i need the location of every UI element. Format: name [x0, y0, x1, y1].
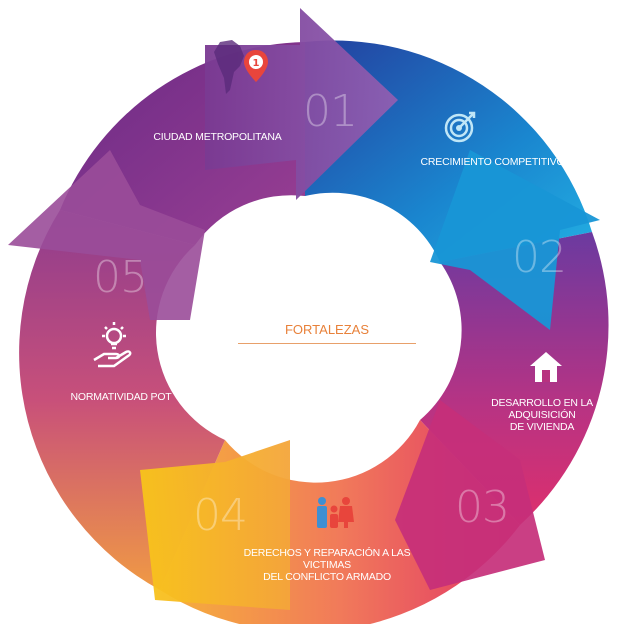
center-hole [214, 225, 434, 445]
arrow-5 [8, 150, 205, 320]
house-icon [528, 350, 564, 384]
step-label-5: NORMATIVIDAD POT [70, 391, 172, 403]
step-label-4-line-3: DEL CONFLICTO ARMADO [263, 571, 391, 583]
center-divider [238, 343, 416, 344]
step-number-05: 05 [93, 252, 148, 303]
step-label-4: DERECHOS Y REPARACIÓN A LAS VICTIMAS DEL… [222, 547, 432, 583]
center-title: FORTALEZAS [284, 322, 370, 337]
step-label-1: CIUDAD METROPOLITANA [153, 131, 282, 143]
step-label-3-line-3: DE VIVIENDA [509, 421, 575, 433]
lightbulb-hand-icon [90, 320, 134, 370]
arrow-4 [140, 440, 290, 610]
step-label-4-line-2: VICTIMAS [303, 559, 351, 571]
target-icon [443, 110, 477, 144]
step-number-01: 01 [303, 86, 358, 137]
step-label-3-line-1: DESARROLLO EN LA [491, 397, 593, 409]
step-label-4-line-1: DERECHOS Y REPARACIÓN A LAS [243, 547, 411, 559]
step-number-02: 02 [512, 232, 567, 283]
family-icon [314, 496, 354, 530]
step-label-3-line-2: ADQUISICIÓN [508, 409, 576, 421]
step-number-04: 04 [193, 490, 248, 541]
map-pin-badge: 1 [253, 58, 260, 69]
arrow-3 [395, 400, 545, 590]
map-pin-icon: 1 [210, 38, 270, 98]
step-label-3: DESARROLLO EN LA ADQUISICIÓN DE VIVIENDA [478, 397, 606, 433]
step-number-03: 03 [455, 482, 510, 533]
step-label-2: CRECIMIENTO COMPETITIVO [420, 156, 565, 168]
arrow-2 [430, 150, 600, 330]
